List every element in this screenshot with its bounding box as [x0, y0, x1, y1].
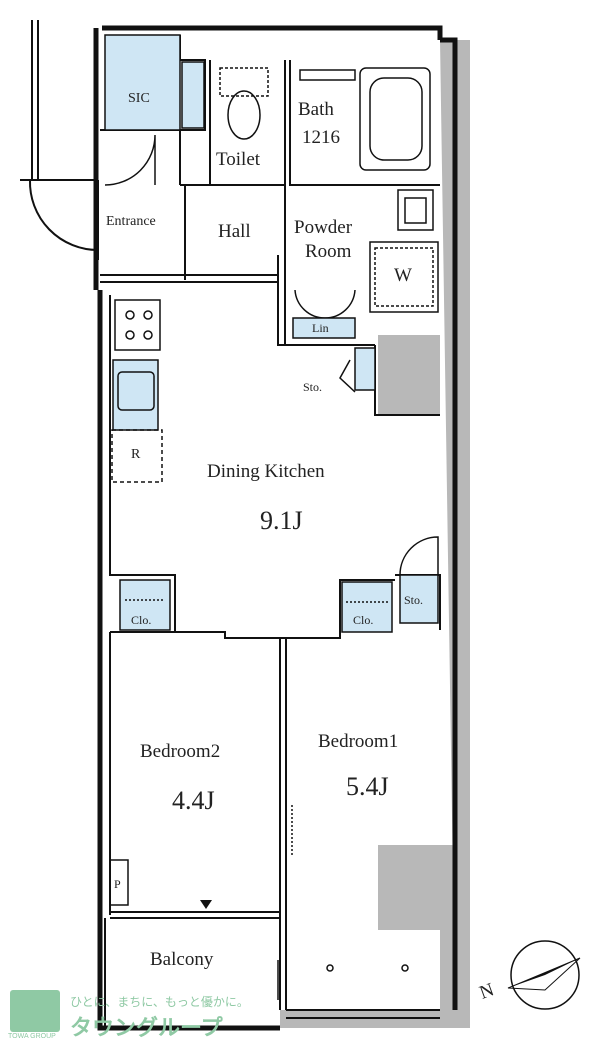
balcony-label: Balcony: [150, 949, 214, 970]
bedroom1-size-label: 5.4J: [346, 772, 389, 801]
interior-walls: [100, 35, 441, 1028]
dining-kitchen-label: Dining Kitchen: [207, 461, 325, 482]
linen-label: Lin: [312, 321, 329, 335]
bedroom2-label: Bedroom2: [140, 741, 221, 762]
powder-room-label-2: Room: [305, 241, 352, 262]
bedroom1-label: Bedroom1: [318, 731, 399, 752]
bedroom2-size-label: 4.4J: [172, 786, 215, 815]
storage-label-hall: Sto.: [303, 380, 323, 394]
storage-fills: [104, 34, 439, 633]
watermark-logo-icon: [10, 990, 60, 1032]
balcony-marker-icon: [200, 900, 212, 909]
washer-label: W: [394, 265, 412, 286]
closet-label-bedroom2: Clo.: [131, 613, 152, 627]
fixtures: [109, 67, 439, 972]
bath-size-label: 1216: [302, 127, 340, 148]
sic-label: SIC: [128, 91, 150, 106]
entrance-porch: [20, 20, 99, 260]
powder-room-label-1: Powder: [294, 217, 353, 238]
closet-label-bedroom1: Clo.: [353, 613, 374, 627]
hall-label: Hall: [218, 221, 251, 242]
pipe-space-label: P: [114, 877, 121, 891]
structure-columns: [280, 40, 470, 1028]
fridge-label: R: [131, 447, 141, 462]
watermark-logo-text: TOWA GROUP: [8, 1033, 56, 1040]
watermark-tagline: ひとに、まちに、もっと優かに。: [70, 995, 249, 1009]
watermark-brand: タウングループ: [70, 1015, 223, 1040]
compass-icon: [507, 940, 581, 1010]
bath-label: Bath: [298, 99, 334, 120]
exterior-walls: [93, 25, 458, 1031]
toilet-label: Toilet: [216, 149, 261, 170]
entrance-label: Entrance: [106, 214, 156, 229]
dining-kitchen-size-label: 9.1J: [260, 506, 303, 535]
storage-label-dining: Sto.: [404, 593, 424, 607]
